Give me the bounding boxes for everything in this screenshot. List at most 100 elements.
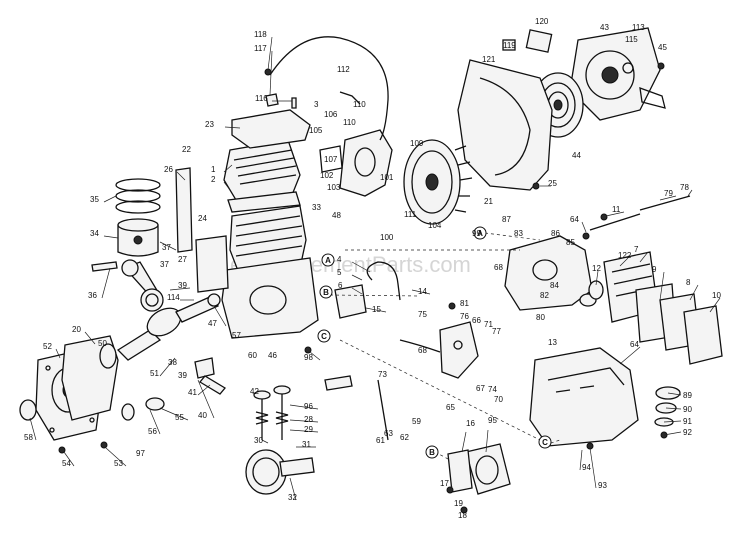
part-number-label: 100 [380,233,394,242]
throttle-link [324,375,353,391]
part-number-label: 79 [664,189,673,198]
reference-letter-a: A [321,253,335,267]
leader-line [159,357,176,377]
part-number-label: 94 [582,463,591,472]
leader-line [667,392,682,396]
leader-line [351,287,363,295]
leader-line [581,221,587,233]
part-number-label: 42 [250,387,259,396]
part-number-label: 34 [90,229,99,238]
part-number-label: 68 [494,263,503,272]
part-number-label: 111 [404,210,417,219]
part-number-label: 20 [72,325,81,334]
part-number-label: 105 [309,126,323,135]
part-number-label: 29 [304,425,313,434]
svg-text:A: A [477,229,483,238]
deflector-plate [195,235,229,293]
part-number-label: 73 [378,370,387,379]
part-number-label: 113 [632,23,645,32]
part-number-label: 61 [376,436,385,445]
throttle-rod [589,213,641,231]
leader-line [84,331,96,345]
part-number-label: 6 [338,281,343,290]
leader-line [159,407,189,421]
ground-wire [339,91,361,105]
leader-line [589,447,597,489]
part-number-label: 51 [150,369,159,378]
reference-letter-c: C [538,435,552,449]
leader-line [149,409,161,435]
camshaft [245,449,315,495]
part-number-label: 50 [98,339,107,348]
leader-line [289,429,319,433]
part-number-label: 104 [428,221,442,230]
part-number-label: 112 [337,65,350,74]
piston [117,218,159,257]
part-number-label: 74 [488,385,497,394]
part-number-label: 53 [114,459,123,468]
leader-line [197,384,211,396]
part-number-label: 78 [680,183,689,192]
screw-3 [291,97,297,109]
part-number-label: 67 [476,384,485,393]
part-number-label: 95 [488,416,497,425]
part-number-label: 13 [548,338,557,347]
part-number-label: 5 [337,268,342,277]
part-number-label: 33 [312,203,321,212]
leader-line [29,417,37,441]
part-number-label: 28 [304,415,313,424]
leader-line [365,307,387,313]
leader-line [105,447,127,467]
part-number-label: 37 [160,260,169,269]
leader-line [269,50,273,96]
part-number-label: 110 [343,118,356,127]
carburetor [504,235,604,311]
part-number-label: 47 [208,319,217,328]
part-number-label: 4 [337,255,342,264]
leader-line [103,195,117,203]
cylinder-shroud [231,109,311,149]
leader-line [449,485,453,491]
part-number-label: 85 [566,238,575,247]
screw-98 [304,346,312,354]
part-number-label: 23 [205,120,214,129]
breather-cover [334,284,367,319]
connecting-rod [121,259,164,312]
air-cleaner-assembly [603,251,723,365]
part-number-label: 76 [460,312,469,321]
part-number-label: 121 [482,55,496,64]
svg-text:C: C [321,332,327,341]
leader-line [159,241,177,251]
leader-line [223,164,233,173]
leader-line [461,431,467,453]
part-number-label: 89 [683,391,692,400]
part-number-label: 21 [484,197,493,206]
leader-line [689,284,699,301]
leader-lines [29,36,721,501]
leader-line [639,251,649,263]
part-number-label: 12 [592,264,601,273]
muffler-guard [654,386,681,439]
spark-plug-boot [265,93,279,107]
part-number-label: 91 [683,417,692,426]
part-number-label: 62 [400,433,409,442]
reference-letter-b: B [319,285,333,299]
part-number-label: 35 [90,195,99,204]
reference-letter-c: C [317,329,331,343]
leader-line [595,270,599,286]
part-number-label: 96 [304,402,313,411]
part-number-label: 56 [148,427,157,436]
leader-line [224,126,241,129]
governor-parts [121,357,226,421]
svg-text:C: C [542,438,548,447]
svg-text:A: A [325,256,331,265]
flywheel [403,139,473,225]
reference-letter-a: A [473,226,487,240]
ignition-lead [269,36,389,141]
leader-line [687,189,693,197]
part-number-label: 59 [412,417,421,426]
crankshaft [116,293,221,361]
part-number-label: 84 [550,281,559,290]
